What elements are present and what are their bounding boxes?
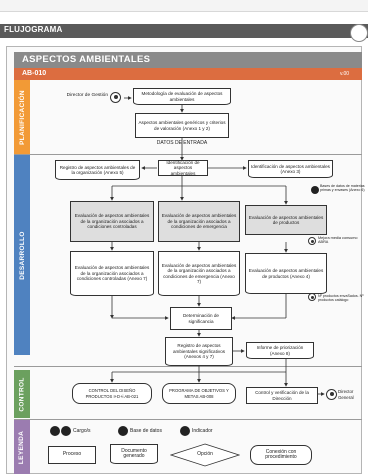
flowchart-header-title: FLUJOGRAMA <box>4 25 63 34</box>
lane-planning: PLANIFICACIÓN <box>14 80 30 154</box>
products-note: Nº productos envaSados. Nº productos cat… <box>318 294 364 303</box>
flowchart-header-bar <box>0 24 368 38</box>
database-icon <box>118 426 128 436</box>
input-data-label: DATOS DE ENTRADA <box>156 140 208 146</box>
eval-products-annex-document: Evaluación de aspectos ambientales de pr… <box>245 253 327 294</box>
register-org-document: Registro de aspectos ambientales de la o… <box>55 160 140 180</box>
sheet-code-bar <box>14 68 362 80</box>
legend-indicator-label: Indicador <box>192 428 213 434</box>
database-icon <box>311 186 319 194</box>
sheet-title-bar <box>14 52 362 68</box>
eval-products-process: Evaluación de aspectos ambientales de pr… <box>245 205 327 235</box>
role-icon <box>326 389 337 400</box>
sheet-version: v.00 <box>340 71 350 77</box>
eval-emergency-annex-document: Evaluación de aspectos ambientales de la… <box>158 251 240 296</box>
legend-option-label: Opción <box>197 451 213 457</box>
planning-actor-label: Director de Gestión <box>66 93 108 98</box>
sheet-code: AB-010 <box>22 70 47 77</box>
criteria-process: Aspectos ambientales genéricos y criteri… <box>135 113 229 138</box>
legend-database-label: Base de datos <box>130 428 162 434</box>
browser-strip <box>0 0 368 12</box>
lane-divider <box>14 419 362 420</box>
significance-process: Determinación de significancia <box>170 307 232 330</box>
legend-document-shape: Documento generado <box>110 444 158 464</box>
indicator-icon <box>180 426 190 436</box>
lane-legend: LEYENDA <box>14 420 30 474</box>
programme-connection[interactable]: PROGRAMA DE OBJETIVOS Y METAS AB-008 <box>162 383 236 404</box>
eval-controlled-process: Evaluación de aspectos ambientales de la… <box>70 201 154 242</box>
lane-control: CONTROL <box>14 370 30 418</box>
prioritization-report-document: Informe de priorización (Anexo 8) <box>246 342 314 359</box>
significant-register-document: Registro de aspectos ambientales signifi… <box>165 337 233 366</box>
control-actor-label: Director General <box>338 389 354 400</box>
identify-annex-document: Identificación de aspectos ambientales (… <box>248 160 333 178</box>
control-design-connection[interactable]: CONTROL DEL DISEÑO PRODUCTOS I+D+i AB-02… <box>72 383 152 404</box>
legend-option-shape <box>170 443 240 467</box>
database-note: Bases de datos de materias primas y enva… <box>320 184 365 193</box>
role-icon <box>50 426 60 436</box>
legend-role-label: Cargo/s <box>73 428 91 434</box>
legend-connection-shape: Conexión con procedimiento <box>250 445 312 465</box>
eval-emergency-process: Evaluación de aspectos ambientales de la… <box>158 201 240 242</box>
lane-development: DESARROLLO <box>14 155 30 355</box>
eval-controlled-annex-document: Evaluación de aspectos ambientales de la… <box>70 251 154 296</box>
best-env-note: Mejora media consumo ABRA <box>318 236 358 245</box>
role-icon <box>110 92 121 103</box>
sheet-title: ASPECTOS AMBIENTALES <box>22 54 151 65</box>
indicator-icon <box>308 237 316 245</box>
lane-divider <box>14 366 362 367</box>
verification-process: Control y verificación de la Dirección <box>246 387 318 404</box>
lane-divider <box>14 154 362 155</box>
methodology-document: Metodología de evaluación de aspectos am… <box>133 88 231 105</box>
legend-process-shape: Proceso <box>48 446 96 464</box>
roles-icon <box>61 426 71 436</box>
identify-process: Identificación de aspectos ambientales <box>158 160 208 176</box>
indicator-icon <box>308 293 316 301</box>
